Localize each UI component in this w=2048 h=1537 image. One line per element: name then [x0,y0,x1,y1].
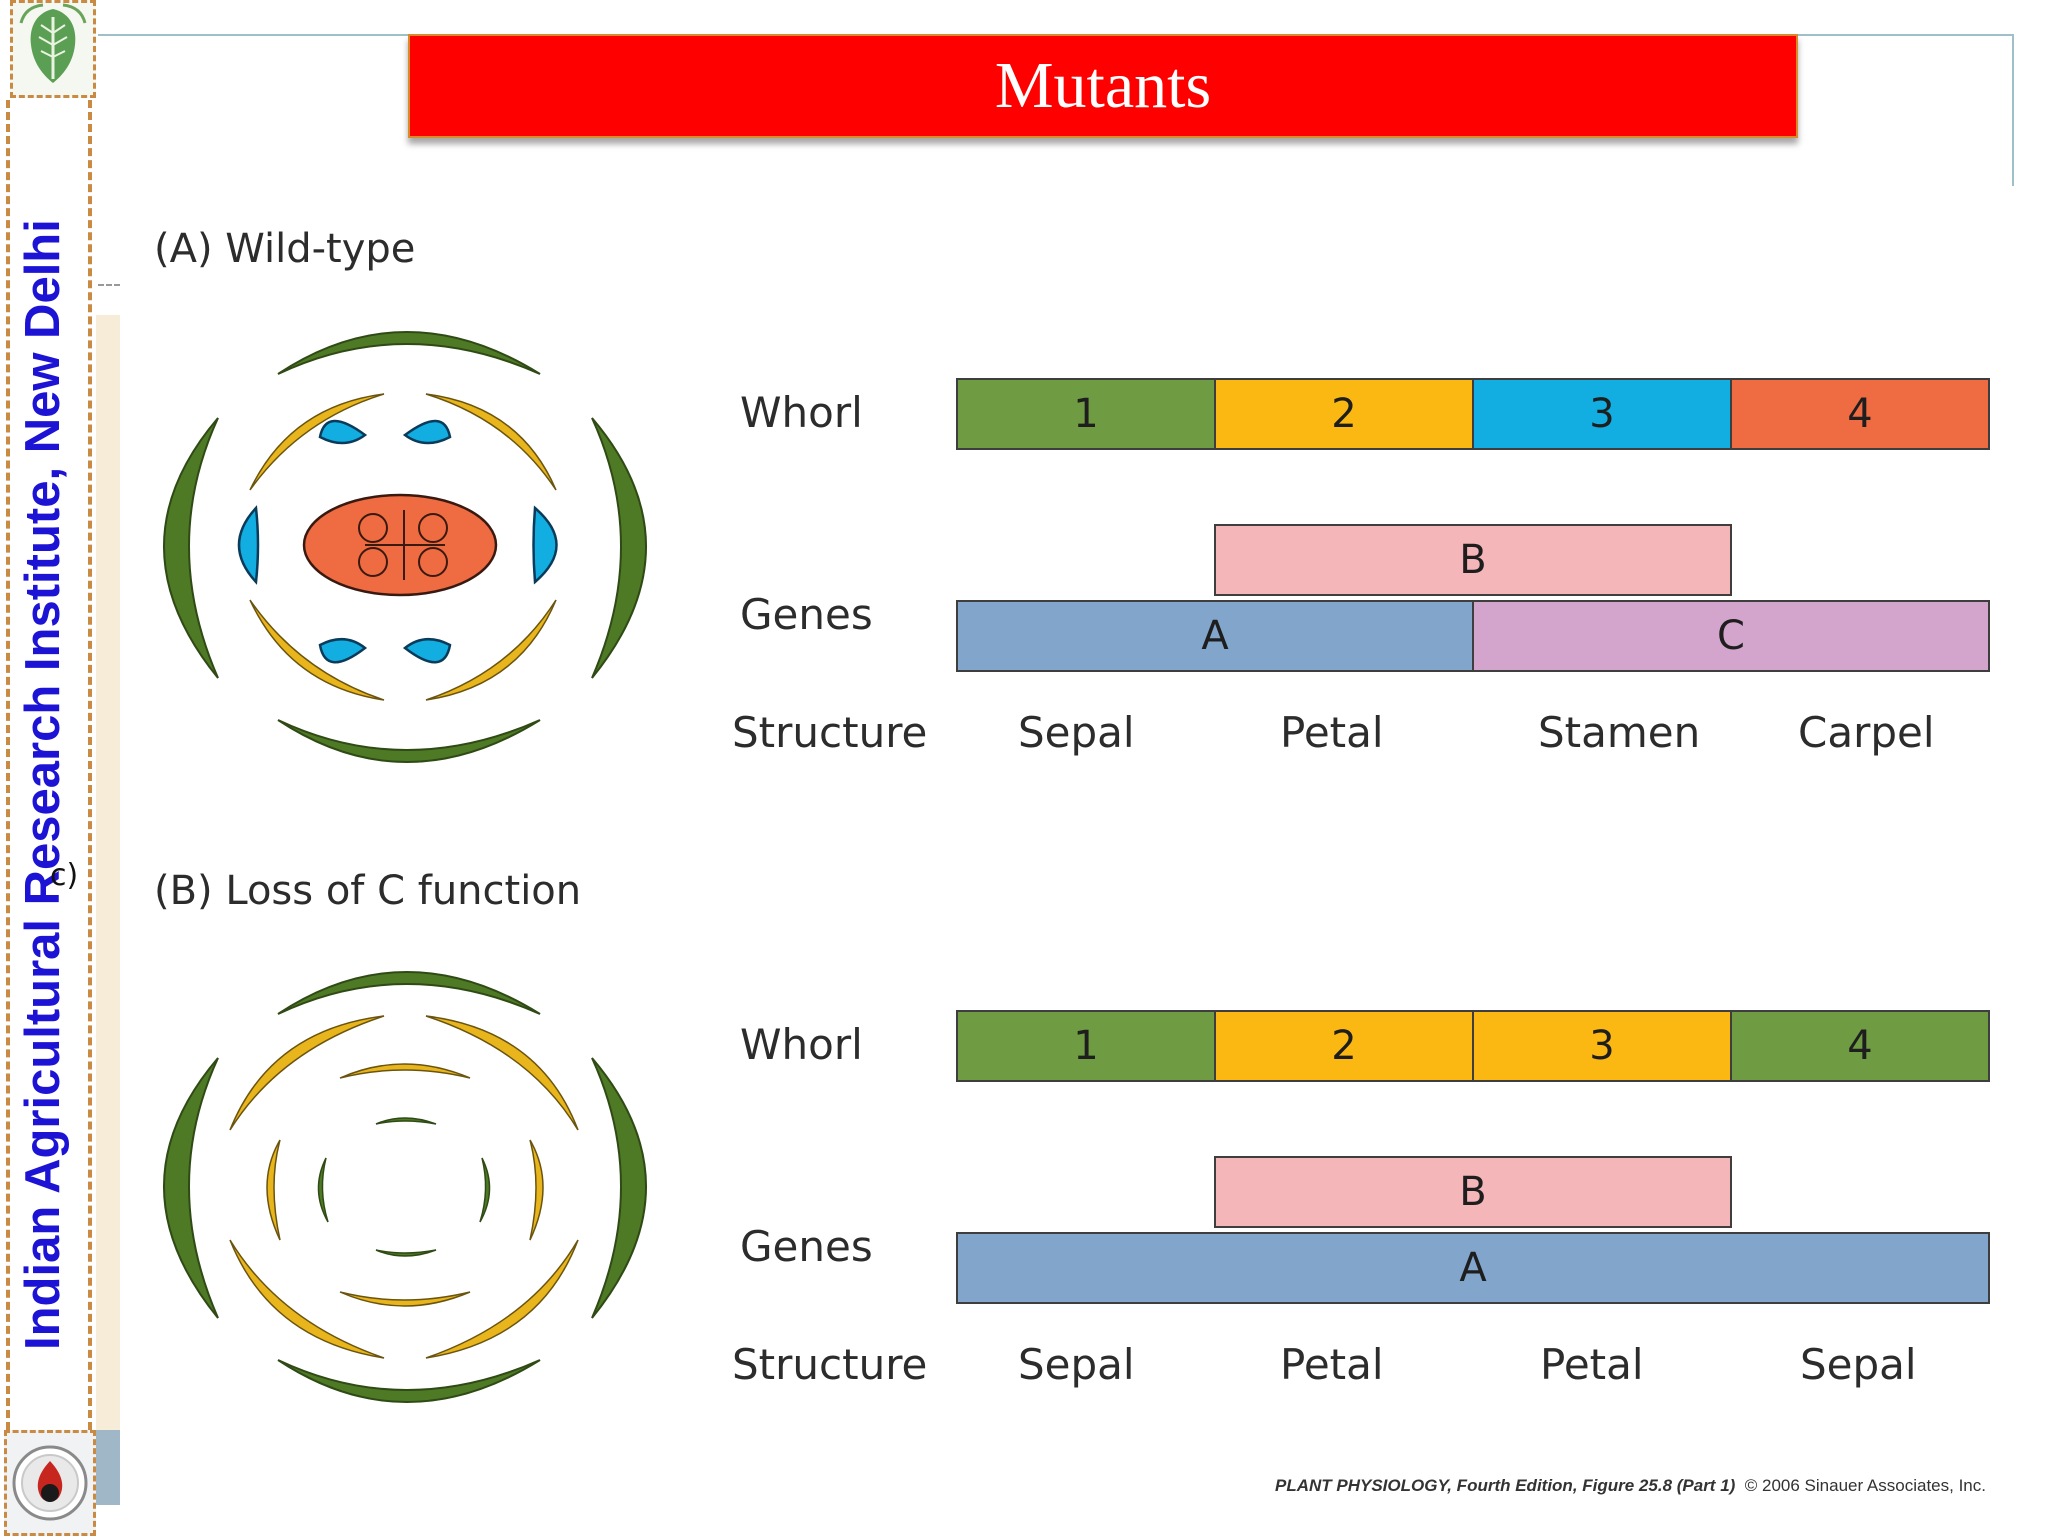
panel-a-whorl-1: 1 [956,378,1216,450]
panel-b-structure-2: Petal [1280,1340,1384,1389]
title-banner: Mutants [408,34,1798,138]
emblem-logo [4,1430,96,1536]
header-frame-edge [2012,34,2014,186]
panel-b-gene-b: B [1214,1156,1732,1228]
panel-a-heading: (A) Wild-type [154,226,416,272]
side-divider [98,284,120,286]
panel-a-structure-2: Petal [1280,708,1384,757]
panel-a-structure-4: Carpel [1798,708,1935,757]
panel-a-whorl-2: 2 [1214,378,1474,450]
side-border [6,100,92,1430]
panel-a-gene-b: B [1214,524,1732,596]
panel-a-whorl-4: 4 [1730,378,1990,450]
institute-logo [10,0,96,98]
loss-of-c-flower-diagram [163,971,647,1403]
panel-b-whorl-3: 3 [1472,1010,1732,1082]
panel-b-gene-a: A [956,1232,1990,1304]
panel-a-whorl-3: 3 [1472,378,1732,450]
panel-a-gene-a: A [956,600,1474,672]
panel-b-structure-4: Sepal [1800,1340,1917,1389]
panel-b-genes-label: Genes [740,1222,873,1271]
panel-b-structure-3: Petal [1540,1340,1644,1389]
panel-a-structure-label: Structure [732,708,928,757]
panel-a-whorl-label: Whorl [740,388,863,437]
figure-credit: PLANT PHYSIOLOGY, Fourth Edition, Figure… [1196,1476,1986,1496]
panel-b-whorl-1: 1 [956,1010,1216,1082]
side-paper-edge-bottom [96,1430,120,1505]
panel-b-heading: (B) Loss of C function [154,868,582,914]
side-mark: c) [50,858,79,893]
panel-a-genes-label: Genes [740,590,873,639]
figure-source: PLANT PHYSIOLOGY, Fourth Edition, Figure… [1275,1476,1736,1495]
panel-a-gene-c: C [1472,600,1990,672]
panel-b-structure-label: Structure [732,1340,928,1389]
panel-a-structure-3: Stamen [1538,708,1701,757]
side-paper-edge [96,315,120,1505]
panel-a-structure-1: Sepal [1018,708,1135,757]
panel-b-structure-1: Sepal [1018,1340,1135,1389]
wild-type-flower-diagram [163,331,647,763]
panel-b-whorl-2: 2 [1214,1010,1474,1082]
institute-name: Indian Agricultural Research Institute, … [16,219,70,1350]
figure-copyright: © 2006 Sinauer Associates, Inc. [1744,1476,1986,1495]
slide-title: Mutants [994,49,1212,122]
panel-b-whorl-4: 4 [1730,1010,1990,1082]
panel-b-whorl-label: Whorl [740,1020,863,1069]
